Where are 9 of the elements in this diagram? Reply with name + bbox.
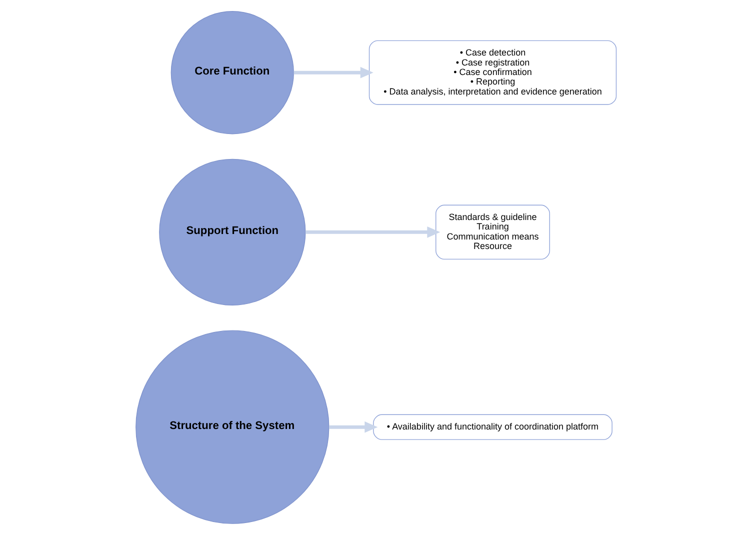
node-circle: Core Function — [170, 11, 294, 134]
arrow — [329, 421, 378, 433]
node-circle: Support Function — [159, 158, 306, 306]
arrow — [294, 66, 374, 78]
node-box: • Availability and functionality of coordination platform — [373, 414, 612, 440]
node-box: Standards & guideline Training Communication means Resource — [436, 204, 550, 260]
node-circle: Structure of the System — [136, 330, 330, 524]
arrow — [306, 226, 440, 238]
node-box: • Case detection • Case registration • Case confirmation • Reporting • Data analysis, interpretation and evidence generation — [368, 40, 617, 105]
